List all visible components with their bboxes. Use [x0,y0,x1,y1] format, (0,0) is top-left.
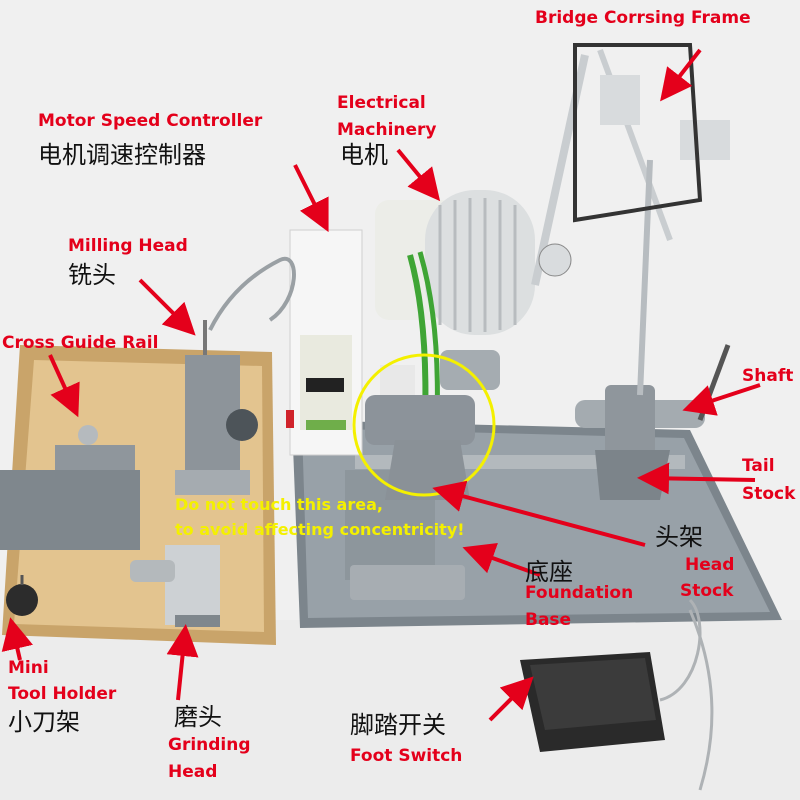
electric-motor [375,190,535,335]
label-grinding-head-en-1: Grinding [168,735,251,755]
label-tail-stock-2: Stock [742,484,796,504]
label-mini-tool-holder-en-2: Tool Holder [8,684,117,704]
label-foundation-cn: 底座 [525,558,573,586]
label-shaft: Shaft [742,366,794,386]
label-bridge-crossing-frame: Bridge Corrsing Frame [535,8,751,28]
bridge-crossing-frame [531,43,730,396]
label-foundation-en-1: Foundation [525,583,634,603]
label-grinding-head-en-2: Head [168,762,218,782]
label-milling-head-en: Milling Head [68,236,188,256]
label-motor-speed-controller-en: Motor Speed Controller [38,111,263,131]
warning-text-line-2: to avoid affecting concentricity! [175,520,465,539]
warning-circle [352,353,496,497]
label-milling-head-cn: 铣头 [68,261,116,289]
milling-head-and-rail [0,320,258,550]
label-head-stock-cn: 头架 [655,523,703,551]
label-electrical-machinery-cn: 电机 [340,141,388,169]
foot-switch [520,598,714,791]
label-mini-tool-holder-en-1: Mini [8,658,49,678]
grinding-head [130,545,220,627]
label-head-stock-en-1: Head [685,555,735,575]
label-foot-switch-cn: 脚踏开关 [350,711,446,739]
label-cross-guide-rail: Cross Guide Rail [2,333,159,353]
power-cable [208,256,296,331]
mini-tool-holder [6,575,38,616]
label-foundation-en-2: Base [525,610,572,630]
motor-speed-controller [286,229,363,456]
label-foot-switch-en: Foot Switch [350,746,463,766]
label-mini-tool-holder-cn: 小刀架 [8,708,80,736]
callout-arrows [1,48,761,722]
warning-text-line-1: Do not touch this area, [175,495,383,514]
label-motor-speed-controller-cn: 电机调速控制器 [38,141,206,169]
label-grinding-head-cn: 磨头 [174,703,222,731]
label-tail-stock-1: Tail [742,456,775,476]
label-electrical-machinery-en-2: Machinery [337,120,437,140]
label-head-stock-en-2: Stock [680,581,734,601]
label-electrical-machinery-en-1: Electrical [337,93,426,113]
